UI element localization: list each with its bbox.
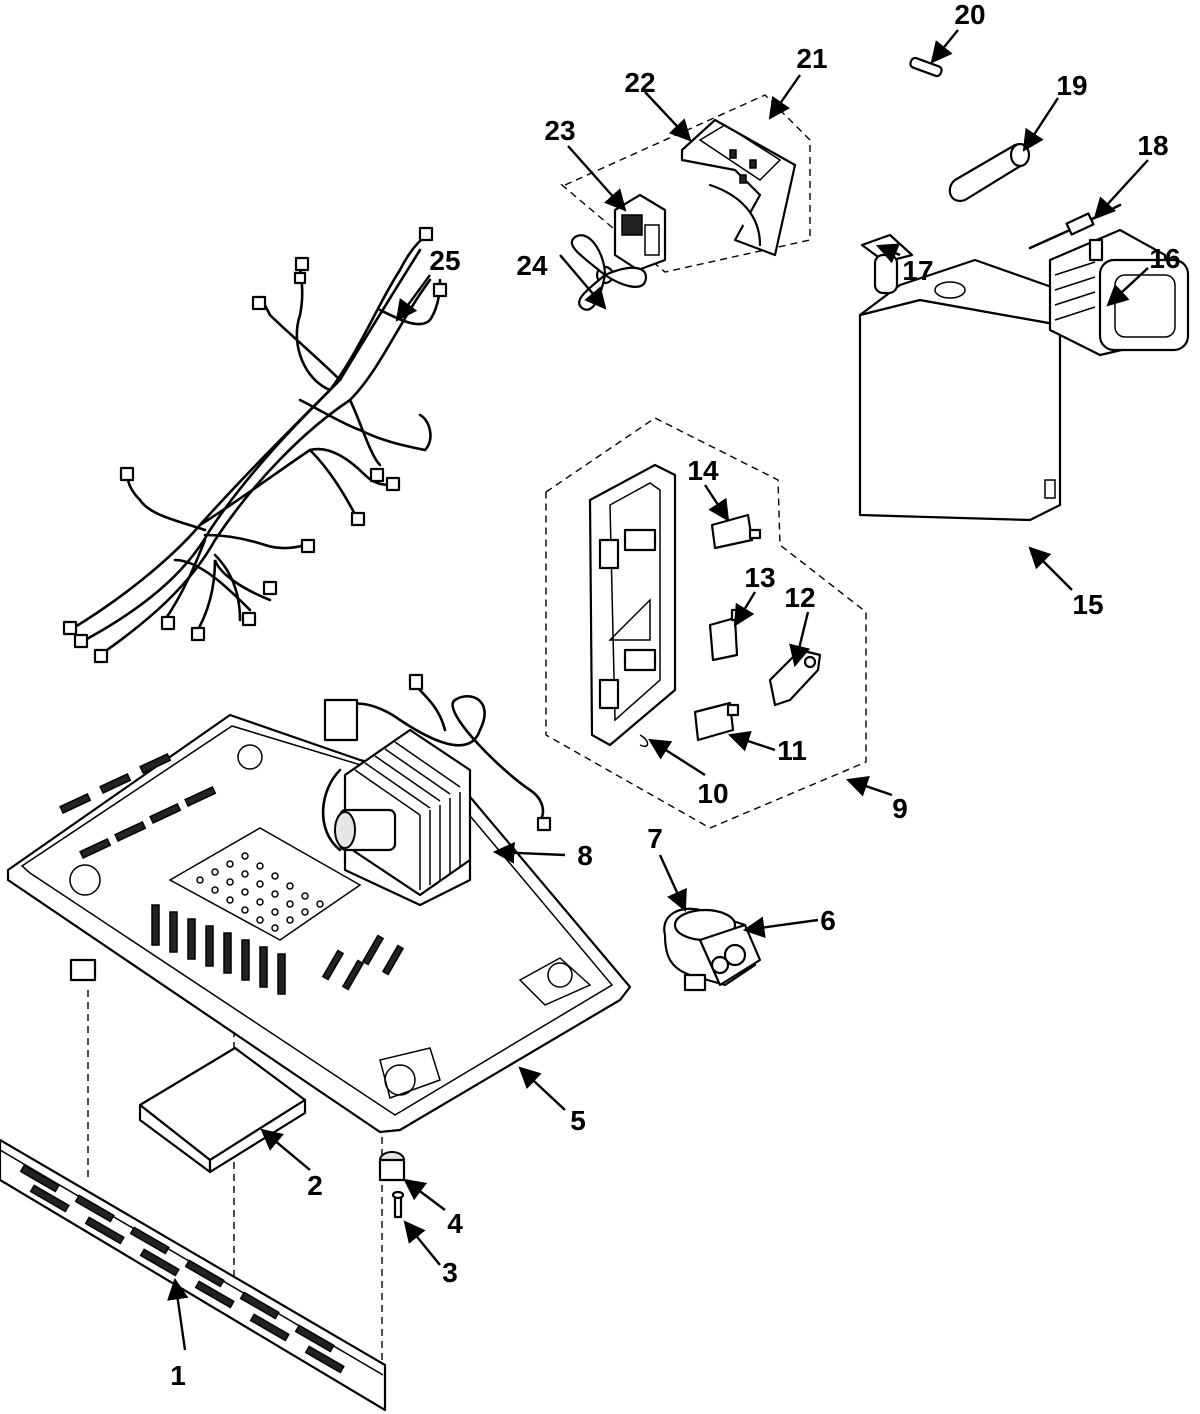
- callout-18: 18: [1137, 130, 1168, 161]
- callout-labels: 1 2 3 4 5 6 7 8 9 10 11 12 13 14 15 16 1…: [170, 0, 1180, 1391]
- fan-bracket-22: [680, 118, 797, 257]
- callout-2: 2: [307, 1170, 323, 1201]
- base-plate: [6, 713, 632, 1134]
- high-voltage-transformer: [321, 673, 552, 907]
- cylinder-19: [948, 142, 1031, 202]
- callout-15: 15: [1072, 589, 1103, 620]
- fan-motor-23: [613, 193, 667, 272]
- callout-17: 17: [902, 255, 933, 286]
- micro-switch-14: [710, 513, 762, 550]
- callout-23: 23: [544, 115, 575, 146]
- callout-14: 14: [687, 455, 719, 486]
- callout-11: 11: [777, 735, 807, 766]
- fan-assembly-boundary: [560, 94, 811, 273]
- callout-12: 12: [784, 582, 815, 613]
- micro-switch-11: [693, 701, 740, 742]
- callout-1: 1: [170, 1360, 186, 1391]
- control-panel-frame: [588, 463, 677, 747]
- fuse-20: [909, 56, 943, 78]
- rubber-foot: [378, 1151, 406, 1182]
- drip-tray: [138, 1046, 307, 1174]
- callout-24: 24: [516, 250, 548, 281]
- callout-6: 6: [820, 905, 836, 936]
- air-guide-duct-15: [858, 258, 1062, 522]
- callout-19: 19: [1056, 70, 1087, 101]
- wire-harness: [62, 226, 448, 664]
- control-panel-assembly-boundary: [545, 417, 867, 829]
- rubber-foot-left: [69, 958, 97, 982]
- callout-8: 8: [577, 840, 593, 871]
- callout-9: 9: [892, 793, 908, 824]
- high-voltage-capacitor: [663, 907, 762, 992]
- callout-5: 5: [570, 1105, 586, 1136]
- callout-22: 22: [624, 67, 655, 98]
- micro-switch-13: [708, 608, 742, 662]
- callout-25: 25: [429, 245, 460, 276]
- front-grille: [0, 1138, 387, 1412]
- callout-21: 21: [796, 43, 827, 74]
- callout-3: 3: [442, 1257, 458, 1288]
- callout-20: 20: [954, 0, 985, 30]
- callout-13: 13: [744, 562, 775, 593]
- interlock-switch-10: [639, 734, 649, 747]
- leader-lines: [167, 29, 1149, 1351]
- callout-7: 7: [647, 823, 663, 854]
- callout-16: 16: [1149, 243, 1180, 274]
- callout-10: 10: [697, 778, 728, 809]
- callout-4: 4: [447, 1208, 463, 1239]
- screw: [391, 1190, 405, 1219]
- switch-lever-12: [768, 648, 822, 707]
